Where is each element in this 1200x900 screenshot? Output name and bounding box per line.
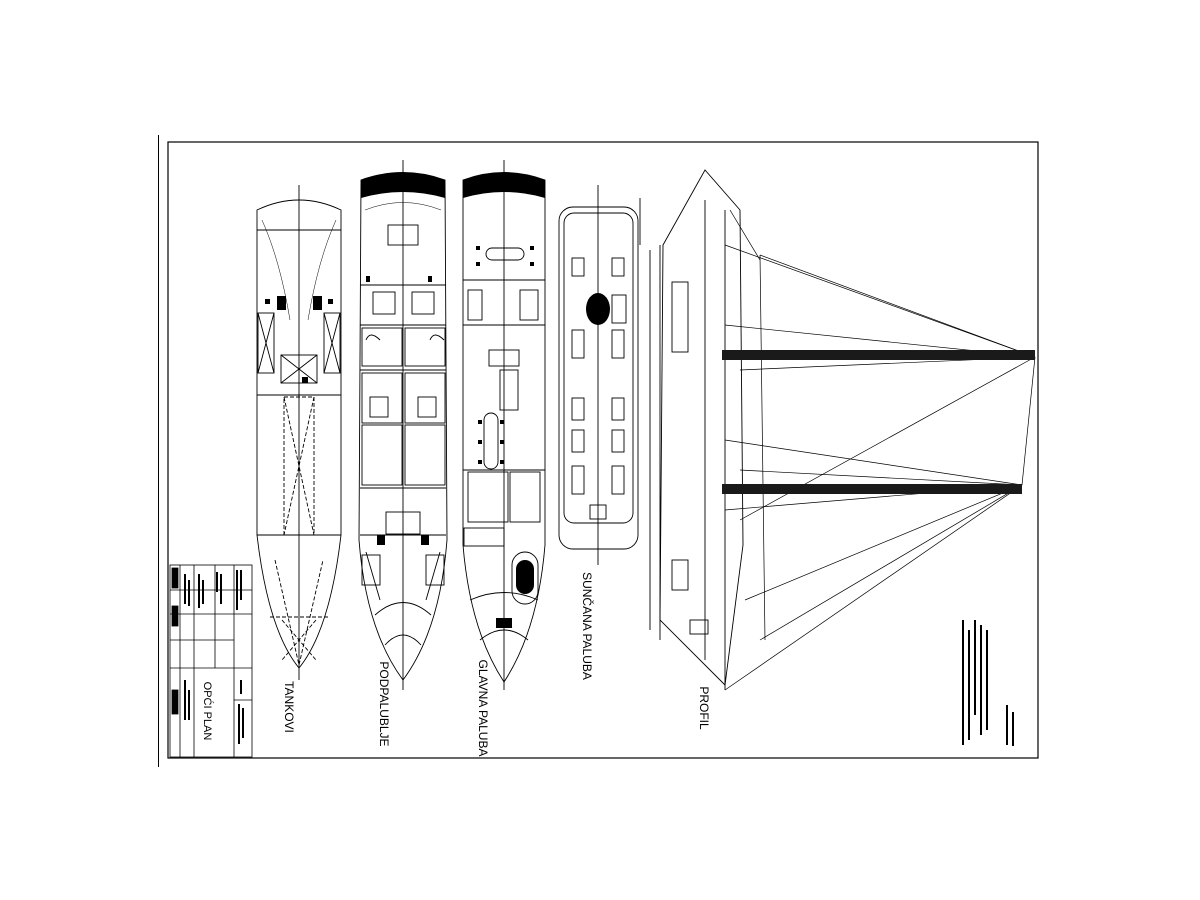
title-block — [169, 564, 253, 758]
view-title-profile: PROFIL — [697, 686, 711, 730]
drawing-title: OPĆI PLAN — [201, 682, 214, 741]
profile-masts — [722, 350, 1035, 494]
main-deck-view — [462, 160, 546, 690]
tank-plan-view — [256, 185, 342, 680]
view-title-tanks: TANKOVI — [282, 681, 296, 733]
sun-deck-view — [558, 185, 639, 565]
drawing-border — [167, 141, 1039, 759]
title-block-small-text — [184, 570, 244, 744]
main-deck-dark-features — [463, 172, 545, 628]
tank-plan-engines — [265, 296, 333, 383]
lower-deck-swimplatform — [361, 172, 445, 545]
lower-deck-view — [358, 160, 448, 690]
profile-rigging — [724, 209, 1036, 691]
viewer-left-rule — [158, 135, 159, 767]
sun-deck-jacuzzi — [586, 293, 610, 325]
view-title-lower-deck: PODPALUBLJE — [377, 661, 391, 746]
view-title-sun-deck: SUNČANA PALUBA — [580, 572, 595, 680]
particulars-table — [962, 620, 1014, 746]
view-title-main-deck: GLAVNA PALUBA — [476, 660, 490, 757]
profile-view — [639, 169, 744, 690]
